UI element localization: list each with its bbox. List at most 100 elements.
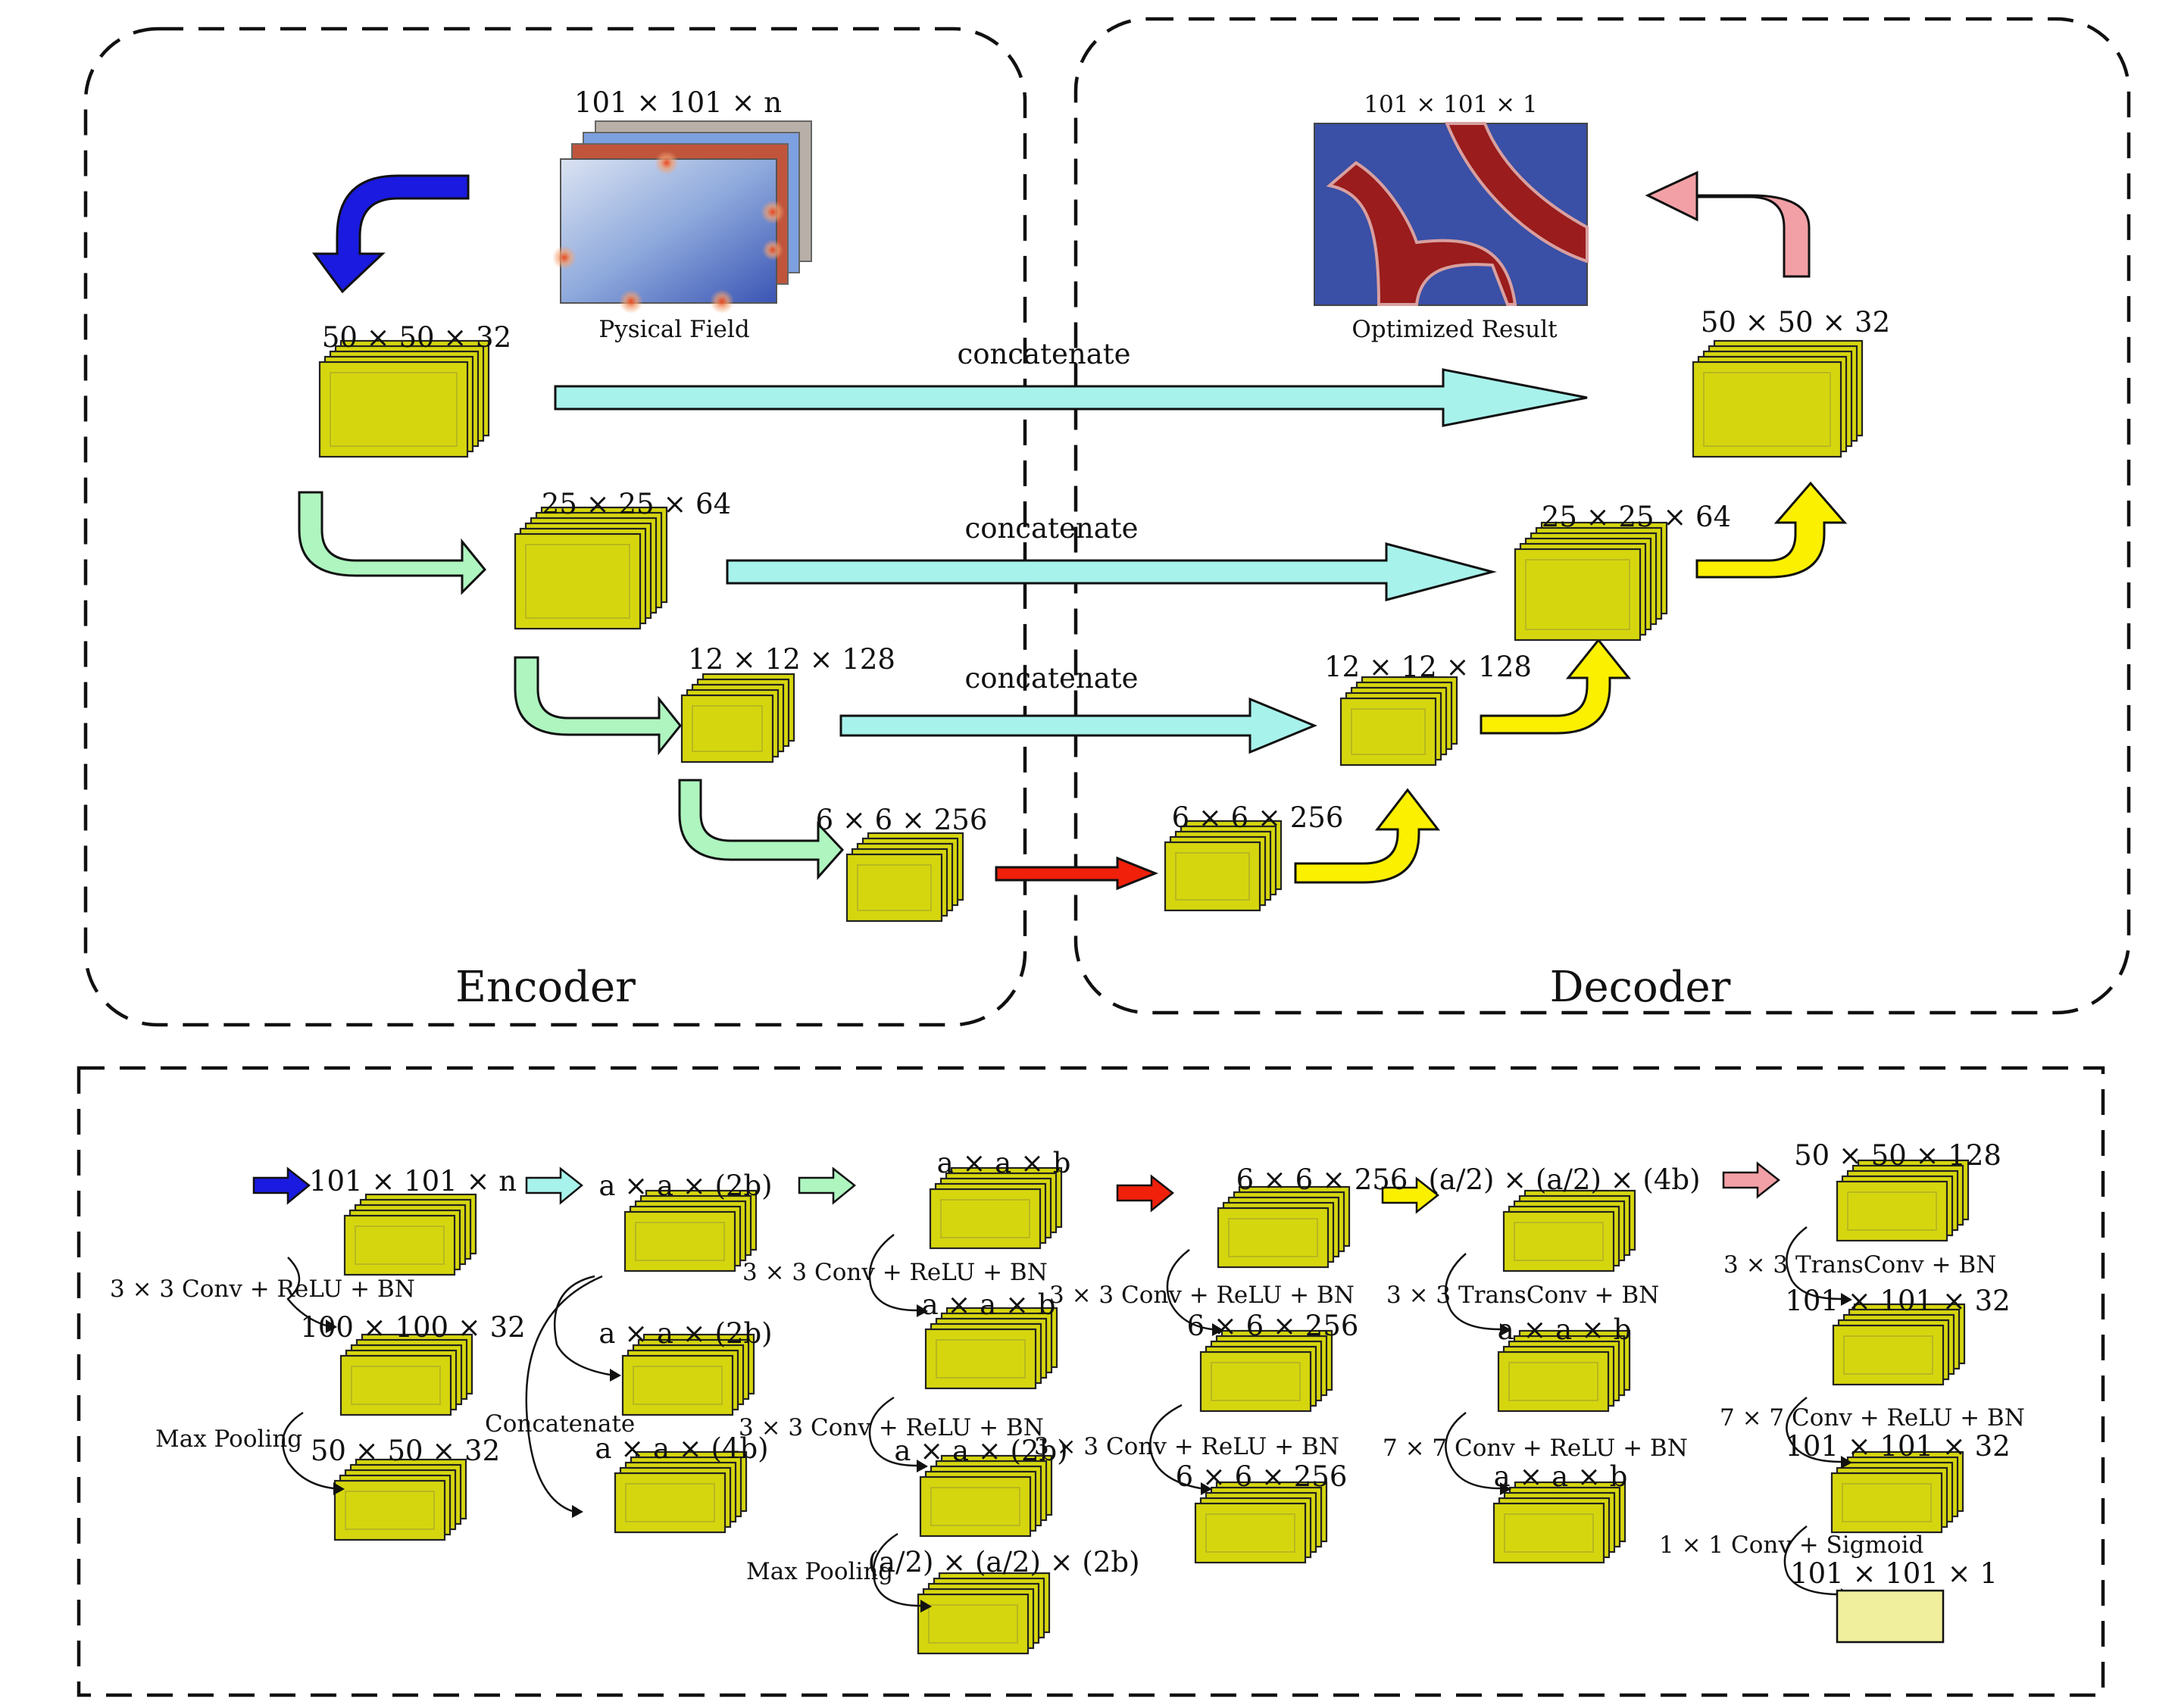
- legend-pink-stack-1: [1836, 1159, 1970, 1242]
- physical-field-image: [552, 120, 812, 314]
- up-arrow-1: [1294, 788, 1441, 884]
- legend-yellow-dim-1: (a/2) × (a/2) × (4b): [1428, 1163, 1700, 1196]
- legend-output-map: [1836, 1589, 1945, 1644]
- legend-green-stack-4-inner: [928, 1604, 1018, 1644]
- legend-cyan-stack-2-layer: [621, 1354, 734, 1416]
- legend-red-stack-3-inner: [1205, 1513, 1295, 1553]
- legend-pink-op-1: 3 × 3 TransConv + BN: [1723, 1251, 1996, 1279]
- encoder-title: Encoder: [455, 963, 636, 1012]
- legend-cyan-dim-3: a × a × (4b): [595, 1432, 768, 1465]
- legend-yellow-stack-3: [1492, 1481, 1626, 1564]
- legend-green-dim-3: a × a × (2b): [894, 1435, 1067, 1467]
- enc-level-2-dims: 25 × 25 × 64: [542, 488, 731, 520]
- input-caption: Pysical Field: [598, 316, 749, 343]
- dec-level-3-dims: 25 × 25 × 64: [1542, 501, 1731, 533]
- encoder-frame: [83, 27, 1027, 1027]
- feature-map-stacks: [318, 339, 1970, 1655]
- legend-connector-heads: [326, 1293, 1852, 1613]
- legend-red-op-1: 3 × 3 Conv + ReLU + BN: [1049, 1282, 1355, 1309]
- input-dims-label: 101 × 101 × n: [574, 86, 782, 119]
- legend-green-dim-4: (a/2) × (a/2) × (2b): [867, 1546, 1139, 1578]
- legend-red-stack-3-layer: [1194, 1502, 1307, 1564]
- bottleneck-arrow: [995, 856, 1159, 891]
- decoder-title: Decoder: [1550, 963, 1731, 1012]
- skip-label-3: concatenate: [964, 662, 1138, 695]
- legend-green-stack-2-inner: [936, 1339, 1026, 1379]
- enc-stack-3-inner: [692, 705, 763, 752]
- legend-blue-arrow: [252, 1166, 311, 1205]
- enc-stack-1: [318, 339, 490, 458]
- legend-blue-op-2: Max Pooling: [155, 1425, 302, 1453]
- legend-pink-stack-2: [1832, 1303, 1966, 1386]
- legend-green-stack-3: [919, 1454, 1053, 1538]
- output-dims-label: 101 × 101 × 1: [1364, 91, 1537, 118]
- output-arrow: [1645, 170, 1811, 278]
- legend-blue-stack-1-layer: [343, 1214, 456, 1276]
- legend-red-stack-3: [1194, 1481, 1328, 1564]
- skip-arrow-level-3: [839, 697, 1317, 754]
- legend-cyan-dim-2: a × a × (2b): [598, 1317, 772, 1350]
- legend-red-dim-2: 6 × 6 × 256: [1187, 1310, 1359, 1342]
- legend-green-dim-1: a × a × b: [937, 1147, 1071, 1179]
- legend-blue-dim-1: 101 × 101 × n: [309, 1165, 517, 1197]
- legend-blue-op-1: 3 × 3 Conv + ReLU + BN: [110, 1276, 415, 1303]
- dec-level-1-dims: 6 × 6 × 256: [1172, 801, 1344, 834]
- legend-blue-stack-2: [339, 1333, 473, 1416]
- legend-blue-stack-2-inner: [351, 1366, 441, 1405]
- legend-green-op-2: 3 × 3 Conv + ReLU + BN: [739, 1414, 1044, 1441]
- dec-stack-3-layer: [1514, 548, 1642, 642]
- legend-red-dim-1: 6 × 6 × 256: [1236, 1163, 1408, 1196]
- legend-yellow-stack-2-inner: [1508, 1362, 1598, 1401]
- enc-stack-1-layer: [318, 361, 469, 458]
- enc-level-4-dims: 6 × 6 × 256: [816, 804, 988, 836]
- legend-green-stack-2: [924, 1307, 1058, 1390]
- legend-green-stack-1-inner: [940, 1199, 1030, 1238]
- enc-stack-4: [845, 832, 964, 923]
- skip-arrow-level-1: [554, 368, 1588, 427]
- legend-yellow-stack-2: [1497, 1329, 1631, 1413]
- legend-yellow-stack-3-inner: [1504, 1513, 1594, 1553]
- skip-label-1: concatenate: [957, 338, 1130, 370]
- legend-pink-op-3: 1 × 1 Conv + Sigmoid: [1659, 1532, 1923, 1559]
- legend-red-stack-2-layer: [1199, 1350, 1312, 1413]
- legend-frame: [77, 1066, 2105, 1697]
- decoder-frame: [1073, 17, 2131, 1015]
- legend-pink-dim-4: 101 × 101 × 1: [1790, 1557, 1998, 1590]
- legend-blue-stack-1-inner: [355, 1226, 445, 1265]
- legend-pink-stack-1-layer: [1836, 1180, 1948, 1242]
- dec-stack-1-inner: [1175, 852, 1250, 901]
- enc-level-1-dims: 50 × 50 × 32: [322, 321, 511, 354]
- legend-yellow-op-1: 3 × 3 TransConv + BN: [1386, 1282, 1659, 1309]
- legend-cyan-stack-1: [623, 1189, 758, 1272]
- legend-blue-dim-2: 100 × 100 × 32: [300, 1311, 525, 1344]
- legend-blue-stack-3-layer: [333, 1479, 446, 1541]
- down-arrow-1: [298, 491, 487, 595]
- legend-red-stack-1-layer: [1217, 1207, 1330, 1269]
- enc-stack-4-inner: [857, 864, 932, 911]
- enc-stack-2: [514, 506, 668, 630]
- legend-yellow-stack-1-layer: [1502, 1210, 1615, 1272]
- legend-blue-stack-3-inner: [345, 1491, 435, 1530]
- legend-pink-stack-1-inner: [1847, 1191, 1937, 1231]
- enc-stack-1-inner: [330, 372, 458, 447]
- dec-level-4-dims: 50 × 50 × 32: [1701, 306, 1890, 339]
- legend-blue-stack-1: [343, 1193, 477, 1276]
- up-arrow-2: [1480, 638, 1632, 735]
- legend-yellow-dim-2: a × a × b: [1498, 1313, 1632, 1346]
- legend-green-stack-2-layer: [924, 1328, 1037, 1390]
- legend-pink-stack-3-layer: [1830, 1472, 1943, 1534]
- skip-label-2: concatenate: [964, 512, 1138, 545]
- legend-yellow-stack-1-inner: [1514, 1222, 1604, 1261]
- legend-green-dim-2: a × a × b: [922, 1288, 1056, 1321]
- skip-arrow-level-2: [726, 542, 1497, 601]
- dec-stack-1: [1164, 820, 1283, 912]
- dec-stack-4-layer: [1692, 361, 1842, 458]
- legend-yellow-arrow: [1381, 1176, 1440, 1214]
- dec-stack-4: [1692, 339, 1864, 458]
- legend-blue-stack-2-layer: [339, 1354, 452, 1416]
- input-conv-arrow: [312, 174, 470, 294]
- legend-cyan-stack-2-inner: [633, 1366, 723, 1405]
- legend-green-op-1: 3 × 3 Conv + ReLU + BN: [742, 1259, 1048, 1286]
- down-arrow-2: [514, 656, 682, 756]
- legend-cyan-stack-3-inner: [625, 1483, 715, 1522]
